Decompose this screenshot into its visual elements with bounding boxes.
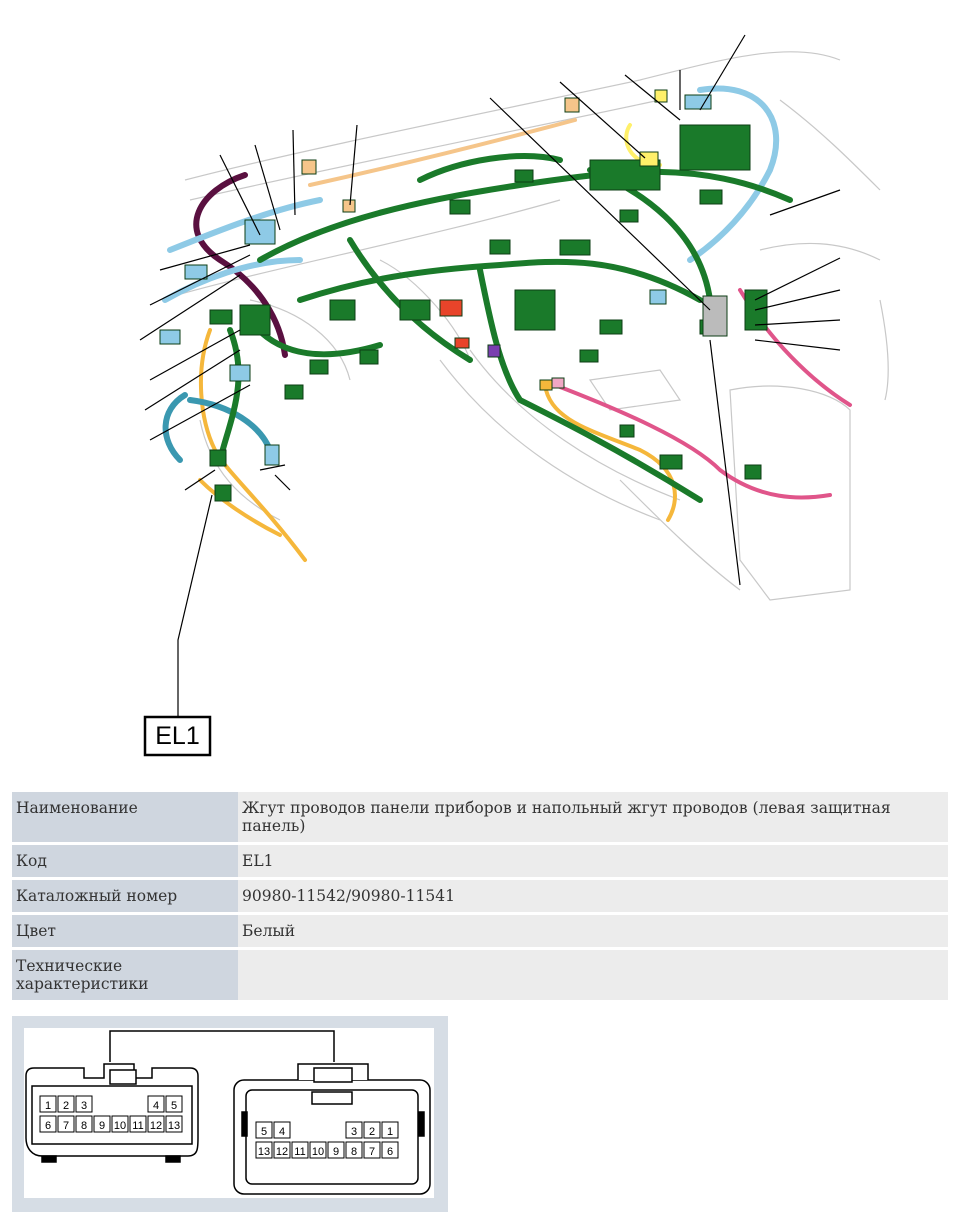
green-harness (217, 153, 793, 503)
pin-number: 13 (258, 1146, 270, 1158)
pin-number: 7 (63, 1120, 69, 1132)
pin-cell: 2 (57, 1095, 75, 1113)
pin-cell: 3 (75, 1095, 93, 1113)
pin-number: 11 (294, 1146, 305, 1158)
pin-cell: 11 (291, 1141, 309, 1159)
table-row: Наименование Жгут проводов панели прибор… (12, 792, 948, 842)
wiring-harness-diagram: EL1 (139, 34, 889, 757)
dark-purple-harness (193, 172, 288, 358)
table-row: Технические характеристики (12, 950, 948, 1000)
right-connector (233, 1063, 431, 1195)
row-value: Белый (238, 915, 948, 947)
pin-cell: 11 (129, 1115, 147, 1133)
pin-cell: 12 (273, 1141, 291, 1159)
pin-number: 10 (312, 1146, 324, 1158)
teal-harness (162, 392, 273, 463)
row-label: Цвет (12, 915, 238, 947)
pin-cell: 10 (111, 1115, 129, 1133)
pin-number: 2 (369, 1126, 375, 1138)
pin-cell: 1 (381, 1121, 399, 1139)
pin-cell: 4 (147, 1095, 165, 1113)
pin-cell: 7 (363, 1141, 381, 1159)
row-value: Жгут проводов панели приборов и напольны… (238, 792, 948, 842)
pin-cell: 8 (75, 1115, 93, 1133)
pin-number: 8 (351, 1146, 357, 1158)
dashboard-outline (159, 51, 889, 601)
connector-blocks (159, 89, 768, 502)
pin-number: 4 (279, 1126, 285, 1138)
pin-number: 12 (276, 1146, 288, 1158)
pin-cell: 6 (381, 1141, 399, 1159)
pin-number: 1 (387, 1126, 393, 1138)
pin-number: 12 (150, 1120, 162, 1132)
pin-cell: 6 (39, 1115, 57, 1133)
pin-cell: 4 (273, 1121, 291, 1139)
callout-el1: EL1 (143, 715, 212, 757)
row-value: 90980-11542/90980-11541 (238, 880, 948, 912)
pin-number: 6 (387, 1146, 393, 1158)
pin-cell: 1 (39, 1095, 57, 1113)
pin-number: 6 (45, 1120, 51, 1132)
pin-cell: 12 (147, 1115, 165, 1133)
pin-cell: 13 (165, 1115, 183, 1133)
pin-cell: 9 (327, 1141, 345, 1159)
pin-number: 3 (351, 1126, 357, 1138)
pin-cell: 3 (345, 1121, 363, 1139)
pin-number: 1 (45, 1100, 51, 1112)
mating-bracket (109, 1030, 335, 1062)
row-label: Код (12, 845, 238, 877)
pin-number: 13 (168, 1120, 180, 1132)
pin-number: 5 (171, 1100, 177, 1112)
row-label: Каталожный номер (12, 880, 238, 912)
orange-harness (308, 118, 577, 187)
row-value (238, 950, 948, 1000)
pin-cell: 2 (363, 1121, 381, 1139)
pin-cell: 9 (93, 1115, 111, 1133)
pin-cell: 5 (165, 1095, 183, 1113)
spec-table: Наименование Жгут проводов панели прибор… (12, 789, 948, 1003)
callout-label: EL1 (155, 722, 199, 750)
pin-cell: 5 (255, 1121, 273, 1139)
row-label: Технические характеристики (12, 950, 238, 1000)
pin-number: 9 (333, 1146, 339, 1158)
row-value: EL1 (238, 845, 948, 877)
table-row: Код EL1 (12, 845, 948, 877)
leader-lines (139, 34, 841, 718)
pin-cell: 10 (309, 1141, 327, 1159)
row-label: Наименование (12, 792, 238, 842)
pin-number: 4 (153, 1100, 159, 1112)
pin-number: 9 (99, 1120, 105, 1132)
left-connector (25, 1063, 199, 1163)
pin-number: 5 (261, 1126, 267, 1138)
pin-number: 8 (81, 1120, 87, 1132)
pin-number: 3 (81, 1100, 87, 1112)
pin-number: 2 (63, 1100, 69, 1112)
pin-cell: 8 (345, 1141, 363, 1159)
pin-cell: 13 (255, 1141, 273, 1159)
pin-number: 7 (369, 1146, 375, 1158)
pin-cell: 7 (57, 1115, 75, 1133)
table-row: Каталожный номер 90980-11542/90980-11541 (12, 880, 948, 912)
pin-number: 10 (114, 1120, 126, 1132)
pin-number: 11 (132, 1120, 143, 1132)
table-row: Цвет Белый (12, 915, 948, 947)
